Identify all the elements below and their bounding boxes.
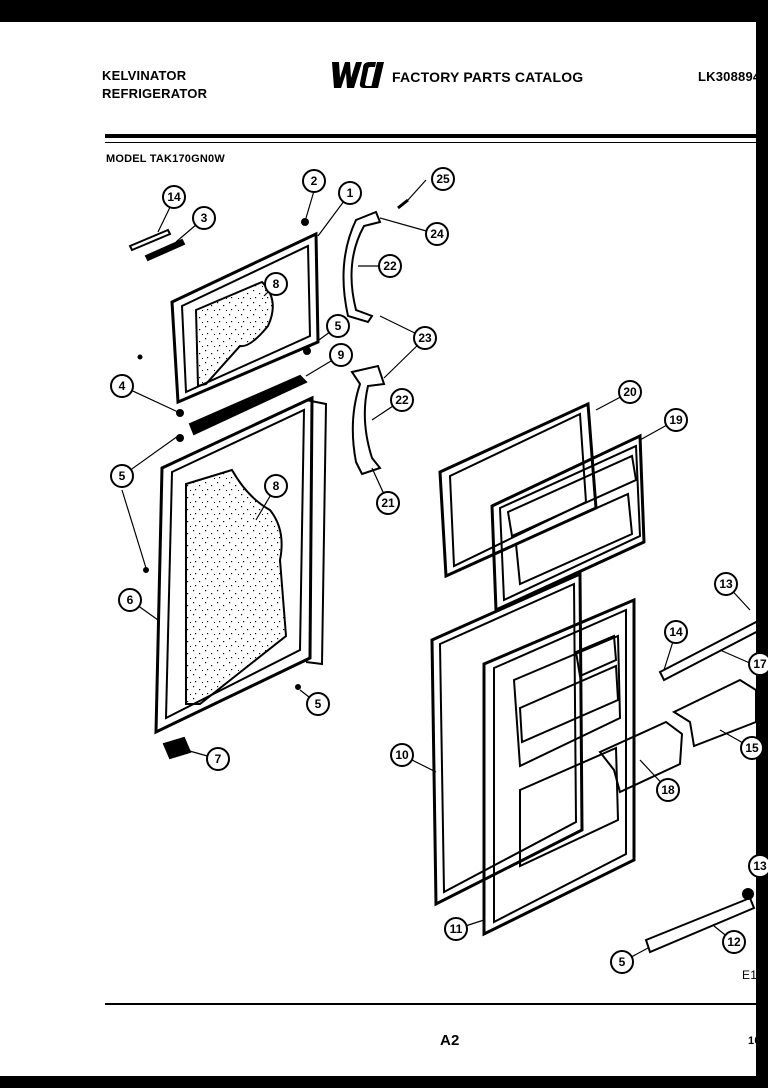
callout-8: 8 — [273, 277, 280, 291]
callout-18: 18 — [661, 783, 675, 797]
callout-circles — [110, 167, 768, 974]
model-label: MODEL TAK170GN0W — [106, 153, 225, 165]
callout-11: 11 — [450, 922, 463, 936]
callout-2: 2 — [311, 174, 318, 188]
scan-border-top — [0, 0, 768, 22]
callout-8: 8 — [273, 479, 280, 493]
callout-5: 5 — [315, 697, 322, 711]
brand-name: KELVINATOR — [102, 68, 187, 83]
freezer-gasket-part — [438, 401, 598, 579]
callout-14: 5 — [619, 955, 626, 969]
callout-4: 14 — [167, 190, 181, 204]
callout-14: 14 — [669, 625, 683, 639]
scan-border-right — [756, 0, 768, 1088]
freezer-door-part — [137, 218, 320, 417]
callout-22: 22 — [395, 393, 409, 407]
callout-7: 7 — [215, 752, 222, 766]
scan-border-bottom — [0, 1076, 768, 1088]
wci-logo-icon — [332, 62, 384, 88]
header-rule-thin — [105, 142, 768, 143]
callout-3: 3 — [201, 211, 208, 225]
callout-21: 21 — [381, 496, 395, 510]
callout-5: 4 — [119, 379, 126, 393]
callout-20: 20 — [623, 385, 637, 399]
door-shelf-part — [644, 618, 766, 954]
door-handle-part — [342, 198, 409, 476]
fresh-food-door-liner-part — [482, 597, 636, 937]
page-number: A2 — [440, 1032, 460, 1049]
callout-5: 5 — [335, 319, 342, 333]
callout-19: 19 — [669, 413, 683, 427]
callout-22: 22 — [383, 259, 397, 273]
callout-numbers: 14 3 2 1 8 4 5 9 5 6 8 5 7 25 24 22 23 2… — [119, 172, 767, 969]
door-strip-part — [188, 374, 308, 436]
callout-13: 13 — [719, 577, 733, 591]
catalog-title: FACTORY PARTS CATALOG — [392, 69, 584, 85]
header-rule-thick — [105, 134, 768, 138]
callout-25: 25 — [436, 172, 450, 186]
hinge-part — [162, 736, 192, 760]
footer-rule — [105, 1003, 768, 1005]
fresh-food-gasket-part — [430, 571, 584, 907]
callout-23: 23 — [418, 331, 432, 345]
callout-1: 1 — [347, 186, 354, 200]
callout-12: 12 — [727, 935, 741, 949]
freezer-door-liner-part — [490, 433, 646, 613]
callout-24: 24 — [430, 227, 444, 241]
callout-10: 10 — [395, 748, 409, 762]
fresh-food-door-part — [143, 395, 328, 735]
callout-17: 17 — [753, 657, 767, 671]
callout-13: 13 — [753, 859, 767, 873]
page-date: 10/ — [748, 1035, 764, 1047]
callout-9: 9 — [338, 348, 345, 362]
catalog-code: LK308894 — [698, 69, 761, 84]
product-type: REFRIGERATOR — [102, 86, 208, 101]
diagram-code: E12 — [742, 968, 764, 982]
callout-15: 15 — [745, 741, 759, 755]
trim-strip-part — [128, 228, 186, 262]
door-bin-part — [598, 678, 757, 794]
callout-5: 5 — [119, 469, 126, 483]
callout-6: 6 — [127, 593, 134, 607]
